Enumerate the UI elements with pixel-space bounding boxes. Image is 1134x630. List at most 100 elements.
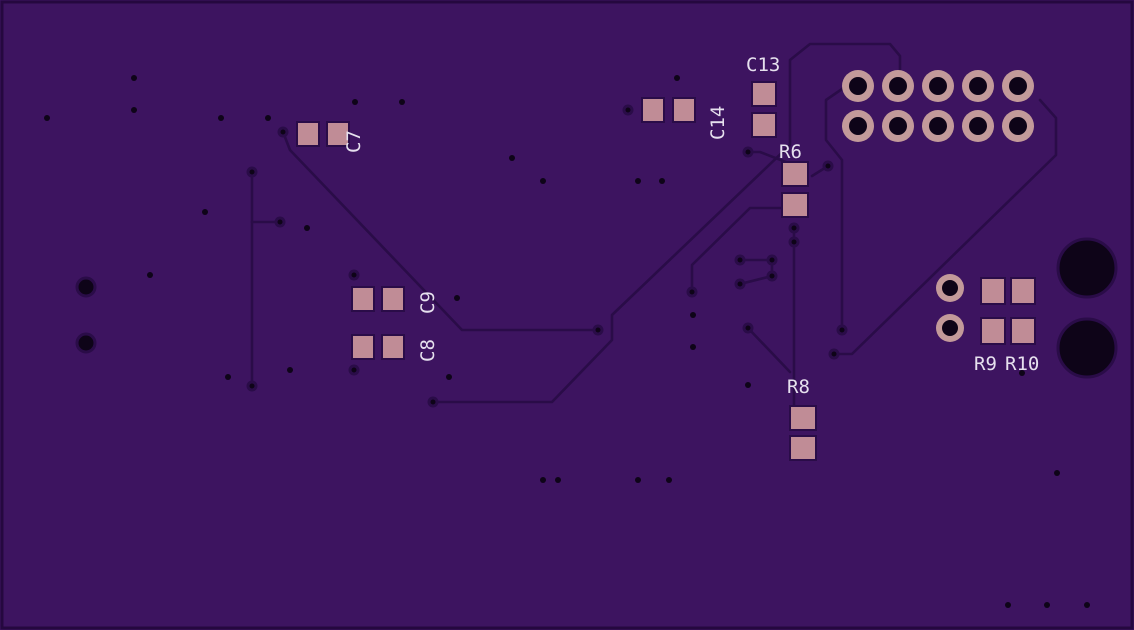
trace-r6-branch — [690, 206, 784, 294]
via-drill — [351, 272, 357, 278]
connector-pin-2-drill — [942, 320, 958, 336]
via-drill — [689, 289, 695, 295]
via-dot — [352, 99, 358, 105]
pad-c7-2 — [326, 121, 350, 147]
pad-c13-1 — [751, 81, 777, 107]
via-drill — [791, 239, 797, 245]
via-drill — [625, 107, 631, 113]
label-c8: C8 — [417, 339, 439, 362]
header-pin-drill — [929, 117, 947, 135]
label-c9: C9 — [417, 291, 439, 314]
pad-c9-1 — [351, 286, 375, 312]
label-r9: R9 — [974, 353, 997, 375]
via-dot — [1044, 602, 1050, 608]
via-dot — [659, 178, 665, 184]
header-pin-drill — [889, 77, 907, 95]
via-dot — [555, 477, 561, 483]
via-dot — [509, 155, 515, 161]
via-drill — [745, 149, 751, 155]
left-hole-top — [75, 276, 97, 298]
label-r10: R10 — [1005, 353, 1039, 375]
via-dot — [690, 344, 696, 350]
via-dot — [225, 374, 231, 380]
pad-r10-2 — [1010, 317, 1036, 345]
pad-c8-2 — [381, 334, 405, 360]
via-drill — [430, 399, 436, 405]
pad-c14-1 — [641, 97, 665, 123]
via-dot — [1019, 370, 1025, 376]
pad-r8-2 — [789, 435, 817, 461]
pad-r8-1 — [789, 405, 817, 431]
via-dot — [446, 374, 452, 380]
via-drill — [791, 225, 797, 231]
via-drill — [249, 383, 255, 389]
trace-c7-to-c9 — [281, 130, 600, 332]
pad-r6-1 — [781, 161, 809, 187]
header-pin-drill — [969, 117, 987, 135]
via-drill — [825, 163, 831, 169]
via-dot — [265, 115, 271, 121]
header-pin-drill — [969, 77, 987, 95]
via-dot — [540, 477, 546, 483]
pad-c9-2 — [381, 286, 405, 312]
connector-pin-1-drill — [942, 280, 958, 296]
header-pin-drill — [889, 117, 907, 135]
via-dot — [131, 107, 137, 113]
via-dot — [202, 209, 208, 215]
pad-r9-1 — [980, 277, 1006, 305]
traces — [250, 42, 1058, 410]
vias — [44, 75, 1090, 608]
via-dot — [1054, 470, 1060, 476]
via-drill — [737, 257, 743, 263]
via-drill — [249, 169, 255, 175]
mounting-holes — [75, 237, 1118, 379]
header-pin-drill — [849, 117, 867, 135]
pad-c13-2 — [751, 112, 777, 138]
via-drill — [280, 129, 286, 135]
via-dot — [674, 75, 680, 81]
via-dot — [666, 477, 672, 483]
via-dot — [147, 272, 153, 278]
header-pin-drill — [849, 77, 867, 95]
via-drill — [839, 327, 845, 333]
header-pin-drill — [1009, 117, 1027, 135]
left-hole-bottom — [75, 332, 97, 354]
via-drill — [769, 257, 775, 263]
via-dot — [540, 178, 546, 184]
label-c14: C14 — [707, 106, 729, 140]
via-dot — [287, 367, 293, 373]
header-pin-drill — [1009, 77, 1027, 95]
pad-c7-1 — [296, 121, 320, 147]
via-drill — [737, 281, 743, 287]
mounting-hole-top — [1056, 237, 1118, 299]
via-dot — [218, 115, 224, 121]
via-dot — [635, 477, 641, 483]
label-c7: C7 — [343, 130, 365, 153]
label-c13: C13 — [746, 54, 780, 76]
pad-r10-1 — [1010, 277, 1036, 305]
trace-header-to-r9 — [832, 98, 1058, 356]
trace-vias-pair — [738, 258, 774, 286]
label-r6: R6 — [779, 141, 802, 163]
pad-r9-2 — [980, 317, 1006, 345]
via-dot — [690, 312, 696, 318]
via-dot — [304, 225, 310, 231]
via-drill — [351, 367, 357, 373]
via-dot — [131, 75, 137, 81]
silkscreen-labels: C7 C9 C8 C14 C13 R6 R8 R9 R10 — [343, 54, 1039, 398]
two-pin-connector — [936, 274, 964, 342]
via-drill — [769, 273, 775, 279]
via-dot — [399, 99, 405, 105]
pad-c8-1 — [351, 334, 375, 360]
via-drill — [831, 351, 837, 357]
via-dot — [44, 115, 50, 121]
header-pin-drill — [929, 77, 947, 95]
via-drill — [595, 327, 601, 333]
via-dot — [1084, 602, 1090, 608]
trace-r8-diagonal — [746, 326, 792, 374]
mounting-hole-bottom — [1056, 317, 1118, 379]
pad-c14-2 — [672, 97, 696, 123]
